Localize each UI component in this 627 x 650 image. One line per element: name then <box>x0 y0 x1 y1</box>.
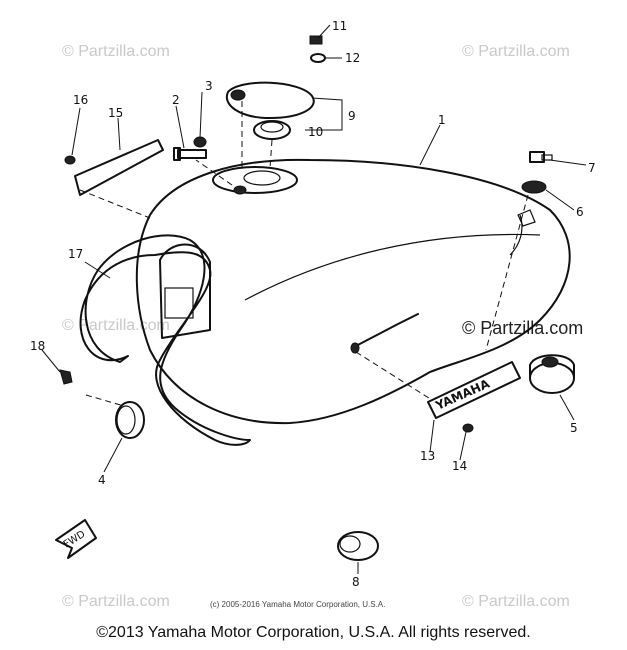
callout-16: 16 <box>73 93 88 107</box>
callout-6: 6 <box>576 205 584 219</box>
gasket <box>253 120 291 140</box>
bolt-7 <box>529 151 553 163</box>
watermark-bottom-left: © Partzilla.com <box>62 593 170 610</box>
screw-11 <box>309 35 323 45</box>
screw-14 <box>462 423 474 433</box>
callout-11: 11 <box>332 19 347 33</box>
filler-cap <box>225 81 315 119</box>
watermark-mid-left: © Partzilla.com <box>62 317 170 334</box>
cap <box>529 354 575 394</box>
callout-9: 9 <box>348 109 356 123</box>
callout-12: 12 <box>345 51 360 65</box>
washer <box>521 180 547 194</box>
fuel-tank <box>135 158 571 425</box>
callout-4: 4 <box>98 473 106 487</box>
watermark-top-right: © Partzilla.com <box>462 43 570 60</box>
dashed-guides <box>79 101 529 407</box>
watermark-top-left: © Partzilla.com <box>62 43 170 60</box>
diagram-small-copyright: (c) 2005-2016 Yamaha Motor Corporation, … <box>210 600 385 609</box>
forward-arrow: FWD <box>55 519 97 559</box>
footer-copyright: ©2013 Yamaha Motor Corporation, U.S.A. A… <box>96 624 531 641</box>
callout-14: 14 <box>452 459 467 473</box>
callout-15: 15 <box>108 106 123 120</box>
callout-1: 1 <box>438 113 446 127</box>
yamaha-emblem: YAMAHA <box>427 361 521 419</box>
plate <box>74 139 164 196</box>
callout-8: 8 <box>352 575 360 589</box>
callout-17: 17 <box>68 247 83 261</box>
nut-3 <box>193 136 207 148</box>
rubber-strap <box>79 234 251 446</box>
clip-18 <box>59 369 73 385</box>
washer-12 <box>310 53 326 63</box>
watermark-bottom-right: © Partzilla.com <box>462 593 570 610</box>
callout-3: 3 <box>205 79 213 93</box>
callout-13: 13 <box>420 449 435 463</box>
callout-18: 18 <box>30 339 45 353</box>
callout-10: 10 <box>308 125 323 139</box>
bolt-2 <box>173 147 207 161</box>
leader-lines <box>41 24 587 574</box>
watermark-mid-right: © Partzilla.com <box>462 318 583 338</box>
callout-7: 7 <box>588 161 596 175</box>
bolt-16 <box>64 155 76 165</box>
grommet-8 <box>337 531 379 561</box>
damper-4 <box>115 401 145 439</box>
callout-5: 5 <box>570 421 578 435</box>
callout-2: 2 <box>172 93 180 107</box>
